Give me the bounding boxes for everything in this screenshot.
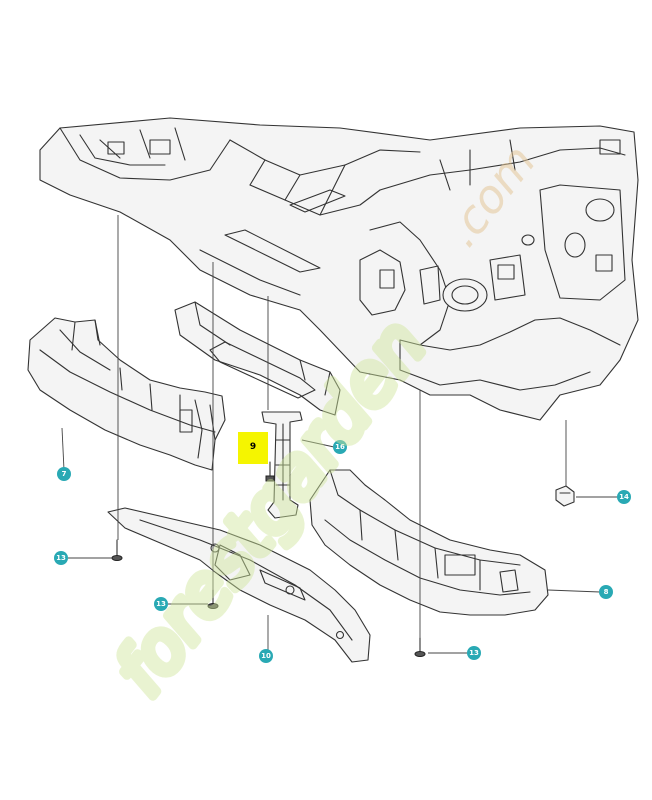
callout-10[interactable]: 10	[259, 649, 273, 663]
part-13-screw-b	[207, 589, 219, 609]
callout-7[interactable]: 7	[57, 467, 71, 481]
callout-13a-label: 13	[56, 554, 66, 562]
callout-13a[interactable]: 13	[54, 551, 68, 565]
part-13-screw-a	[111, 539, 123, 561]
part-16-strut	[261, 411, 303, 519]
assembly-leaders	[117, 215, 567, 638]
callout-16-label: 16	[335, 443, 345, 451]
callout-13c-label: 13	[469, 649, 479, 657]
callout-9-highlighted[interactable]: 9	[238, 432, 268, 464]
callout-13b[interactable]: 13	[154, 597, 168, 611]
callout-14[interactable]: 14	[617, 490, 631, 504]
callout-8-label: 8	[604, 588, 609, 596]
callout-13b-label: 13	[156, 600, 166, 608]
callout-13c[interactable]: 13	[467, 646, 481, 660]
callout-14-label: 14	[619, 493, 629, 501]
part-13-screw-c	[414, 637, 426, 657]
callout-7-label: 7	[62, 470, 67, 478]
callout-16[interactable]: 16	[333, 440, 347, 454]
callout-10-label: 10	[261, 652, 271, 660]
part-8-right-bumper	[309, 469, 549, 616]
part-10-base-plate	[107, 507, 371, 663]
callout-8[interactable]: 8	[599, 585, 613, 599]
part-14-nut	[555, 485, 575, 507]
part-9-screw	[265, 461, 275, 482]
mower-body	[39, 117, 639, 421]
callout-9-label: 9	[250, 442, 256, 452]
part-7-left-bumper	[27, 317, 226, 471]
handle-bracket	[174, 301, 341, 416]
callout-leaders	[61, 427, 618, 654]
